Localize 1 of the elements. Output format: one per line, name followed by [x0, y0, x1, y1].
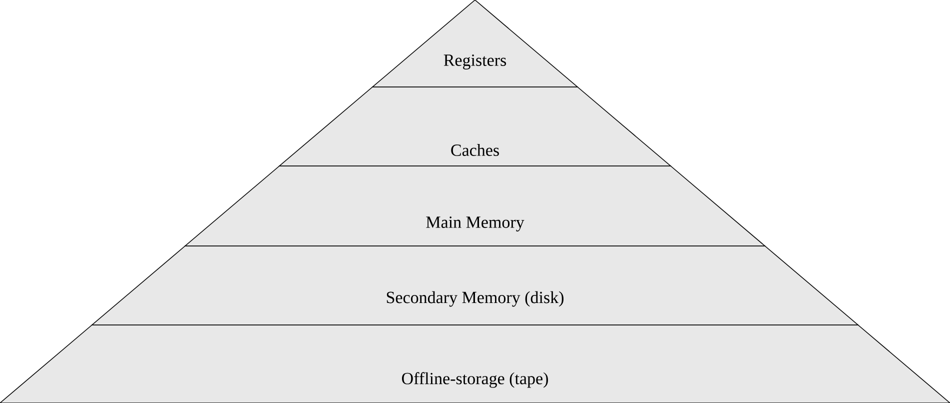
pyramid-band: Offline-storage (tape)	[0, 324, 950, 403]
